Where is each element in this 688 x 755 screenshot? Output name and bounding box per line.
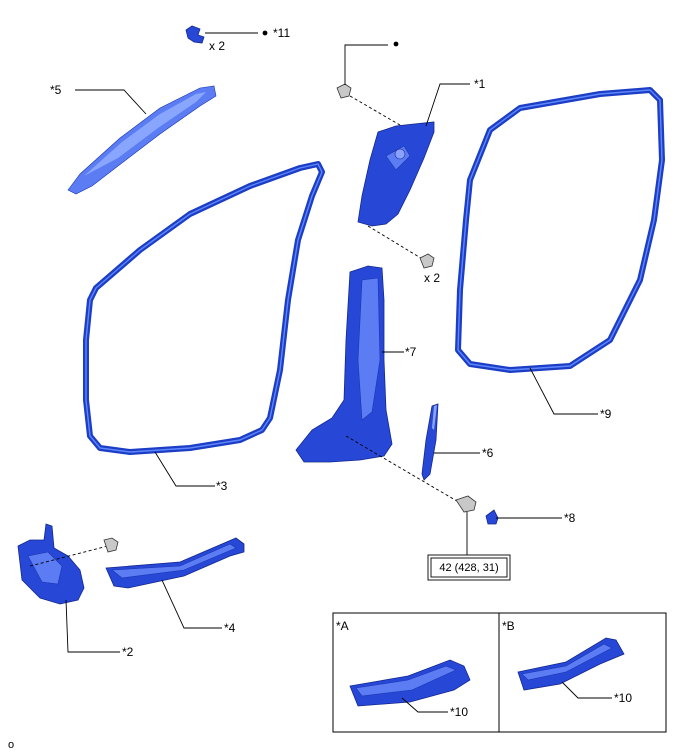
part-8-cap: *8 — [485, 509, 576, 525]
inset-b-label: *B — [502, 619, 515, 633]
label-8: *8 — [564, 511, 576, 525]
part-6-belt-cover: *6 — [421, 403, 494, 481]
label-2: *2 — [122, 645, 134, 659]
reuse-dot-11 — [262, 30, 268, 36]
part-2-cowl-trim: *2 — [17, 523, 134, 659]
corner-mark: o — [8, 739, 14, 751]
inset-a-scuff: *10 — [349, 659, 471, 719]
label-4: *4 — [224, 621, 236, 635]
label-6: *6 — [482, 446, 494, 460]
torque-spec: 42 (428, 31) — [439, 562, 498, 574]
part-1-upper-pillar-garnish: *1 x 2 — [336, 41, 486, 285]
inset-b-scuff: *10 — [517, 637, 632, 705]
label-1: *1 — [474, 77, 486, 91]
clip-11-group: x 2 *11 — [185, 25, 290, 53]
part-3-front-weatherstrip: *3 — [83, 161, 325, 493]
bolt-torque-group: 42 (428, 31) — [345, 435, 511, 581]
part-7-lower-pillar-garnish: *7 — [295, 265, 417, 463]
label-3: *3 — [216, 479, 228, 493]
label-10-a: *10 — [450, 705, 468, 719]
inset-panel: *A *B *10 *10 — [332, 612, 667, 733]
label-10-b: *10 — [614, 691, 632, 705]
part-5-pillar-garnish: *5 — [50, 83, 217, 195]
qty-clip-mid: x 2 — [424, 271, 440, 285]
label-11: *11 — [273, 26, 290, 40]
label-5: *5 — [50, 83, 62, 97]
part-9-rear-weatherstrip: *9 — [455, 87, 665, 421]
part-4-scuff-plate: *4 — [105, 537, 245, 635]
label-7: *7 — [405, 345, 417, 359]
reuse-dot-1 — [393, 41, 399, 47]
qty-clip-top: x 2 — [209, 39, 225, 53]
label-9: *9 — [600, 407, 612, 421]
inset-a-label: *A — [336, 619, 349, 633]
